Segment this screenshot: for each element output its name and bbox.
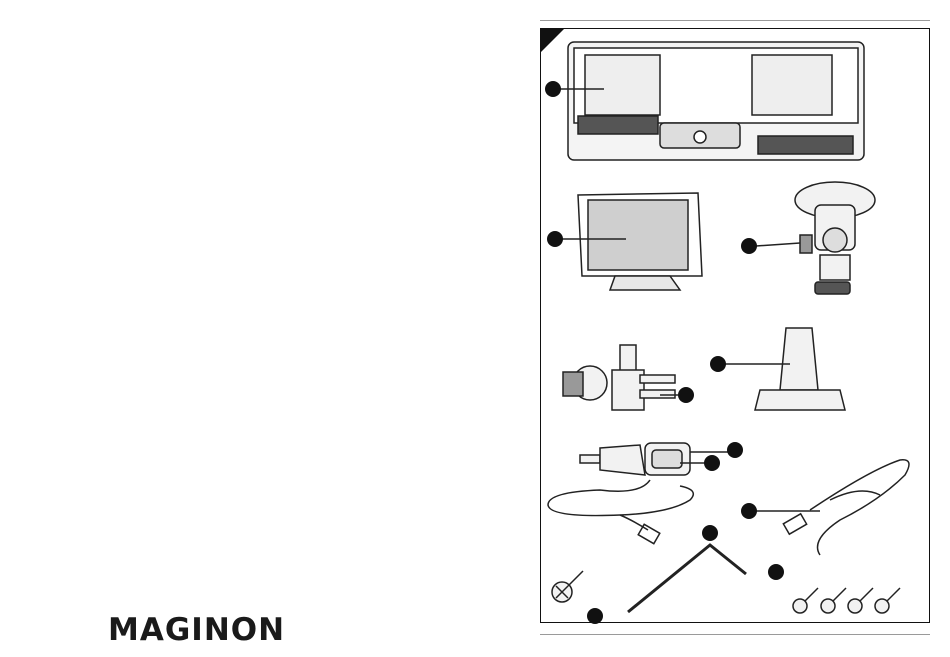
callout-marker bbox=[702, 525, 718, 541]
suction-mount-icon bbox=[756, 182, 875, 294]
callout-marker bbox=[710, 356, 726, 372]
screw-icon bbox=[552, 571, 583, 602]
clip-mount-icon bbox=[563, 345, 678, 410]
callout-marker bbox=[741, 238, 757, 254]
screws-icon bbox=[793, 588, 900, 613]
usb-cable-icon bbox=[756, 460, 909, 555]
callout-marker bbox=[545, 81, 561, 97]
stand-base-icon bbox=[725, 328, 845, 410]
license-plate-frame-icon bbox=[560, 42, 864, 160]
callout-marker bbox=[727, 442, 743, 458]
monitor-icon bbox=[560, 193, 702, 290]
callout-marker bbox=[678, 387, 694, 403]
cable-icon bbox=[548, 480, 693, 544]
hex-key-icon bbox=[628, 545, 746, 612]
callout-marker bbox=[768, 564, 784, 580]
callout-marker bbox=[704, 455, 720, 471]
corner-tab bbox=[540, 28, 565, 53]
callout-marker bbox=[587, 608, 603, 624]
callout-marker bbox=[741, 503, 757, 519]
callout-marker bbox=[547, 231, 563, 247]
